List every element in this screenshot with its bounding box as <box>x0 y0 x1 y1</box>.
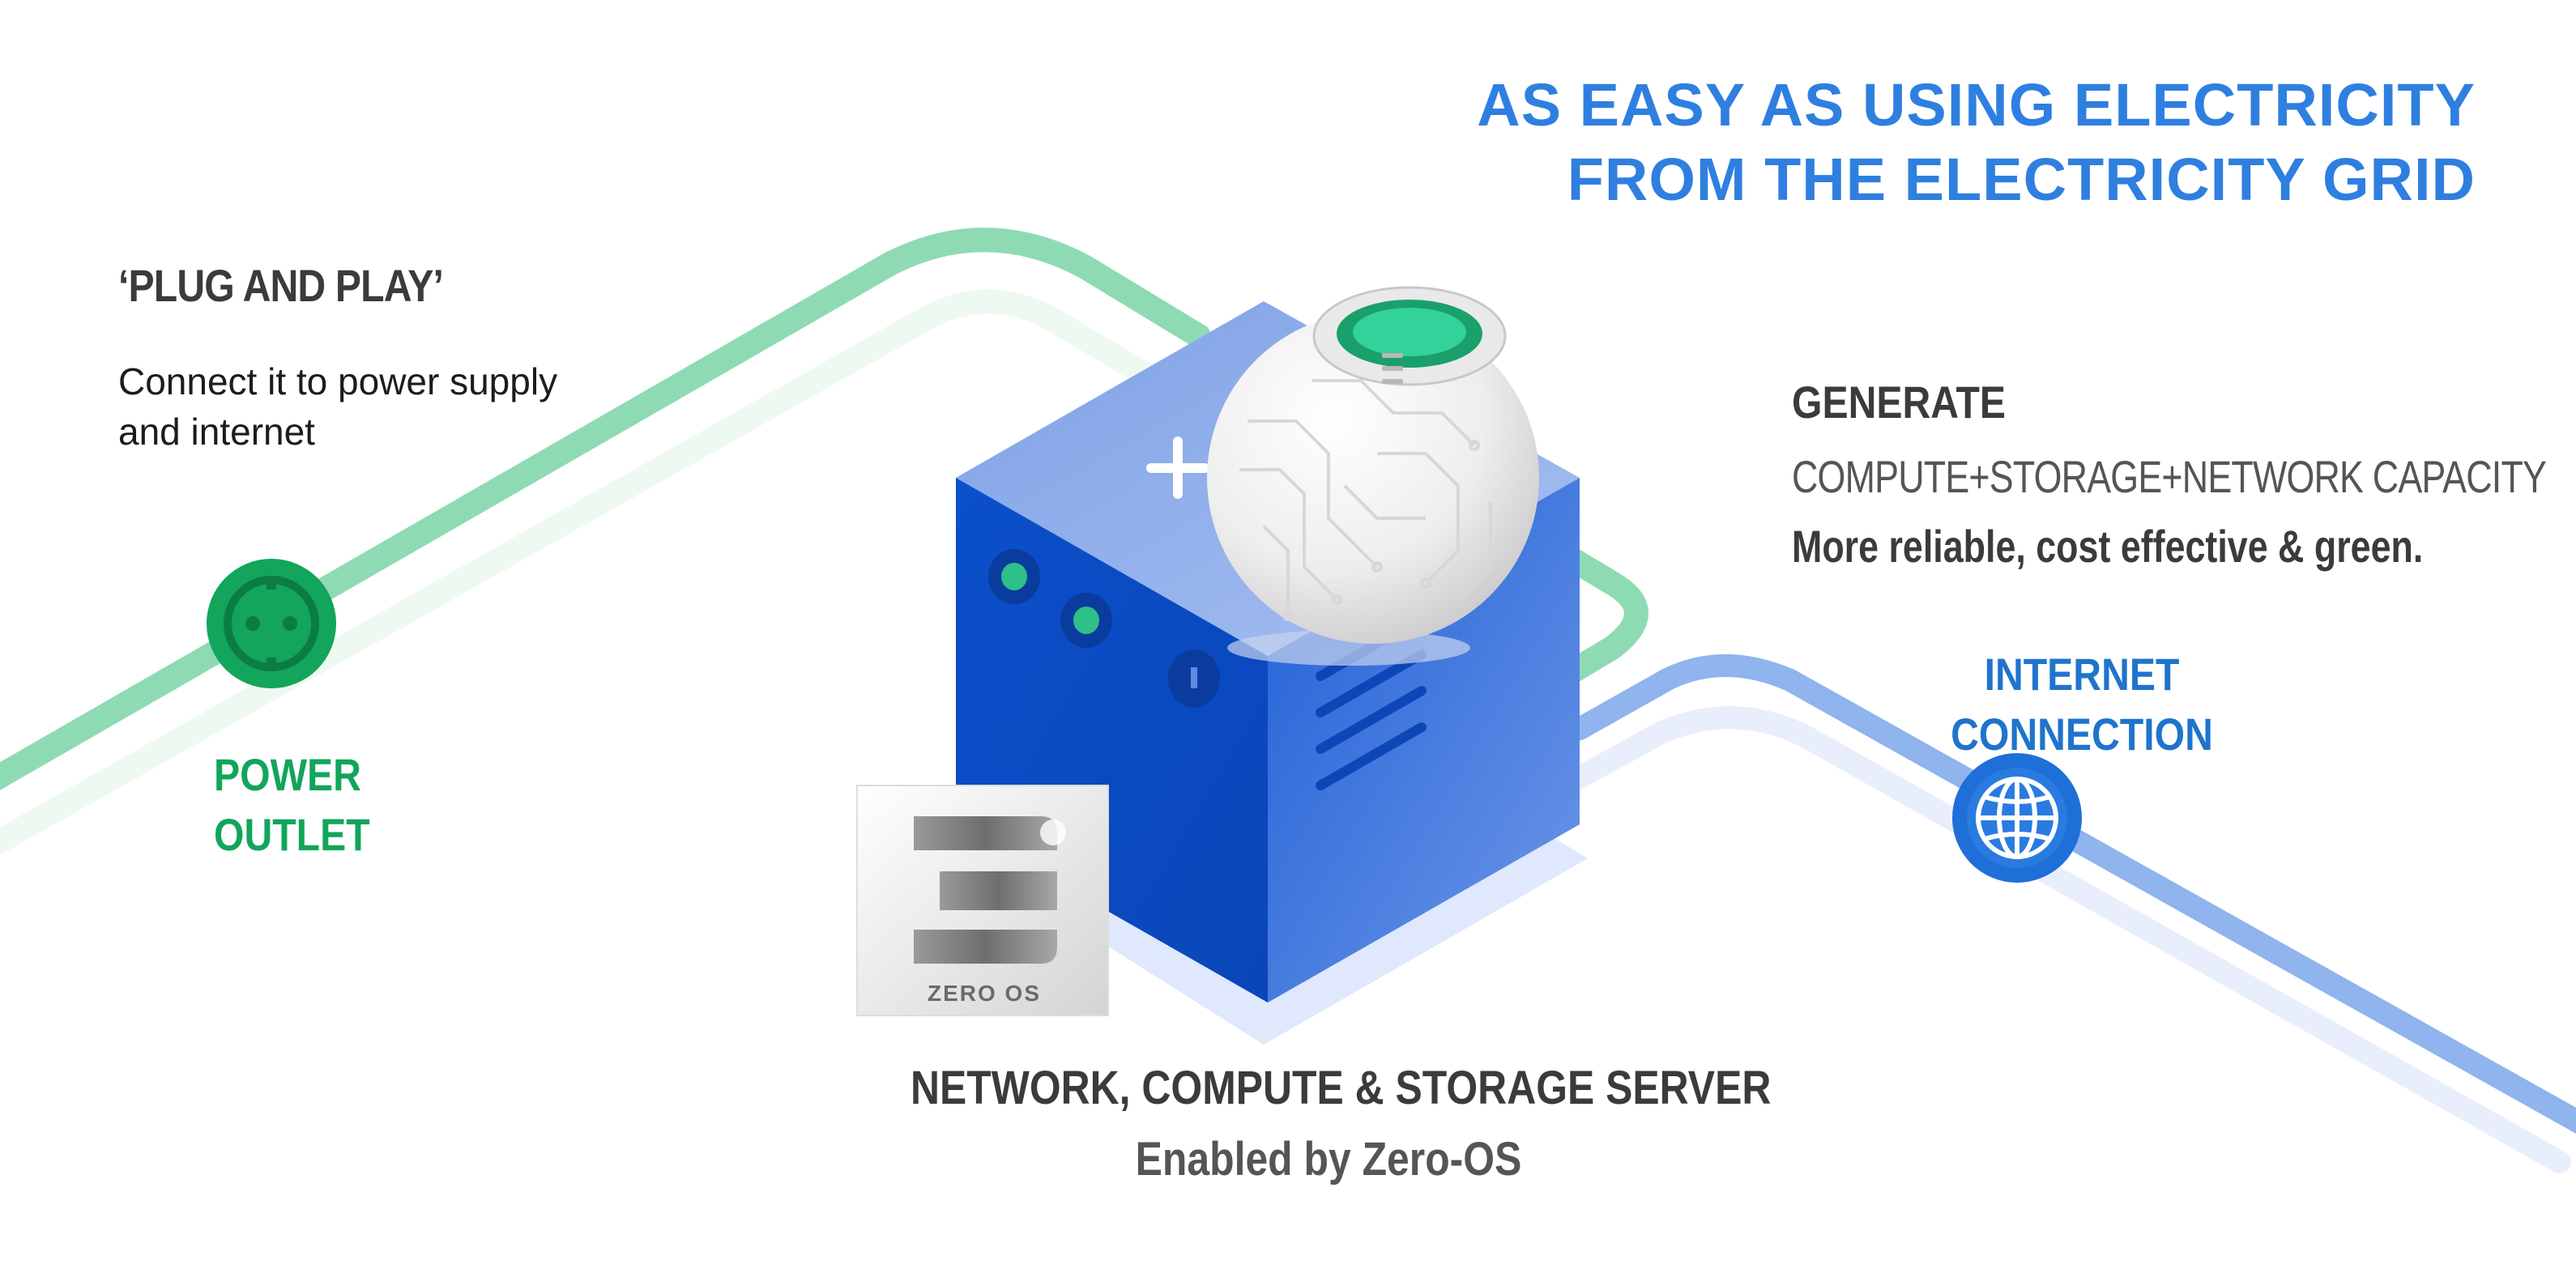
power-line <box>0 228 1211 790</box>
generate-tagline: More reliable, cost effective & green. <box>1792 521 2424 572</box>
server-front-face <box>956 478 1268 1003</box>
zero-os-logo-text: ZERO OS <box>928 981 1041 1006</box>
internet-line-shadow <box>1568 706 2571 1173</box>
server-subtitle: Enabled by Zero-OS <box>1135 1133 1522 1186</box>
plug-and-play-description: Connect it to power supply and internet <box>118 356 637 457</box>
headline-line-1: AS EASY AS USING ELECTRICITY <box>1477 71 2476 138</box>
server-port-1-led <box>1001 563 1027 590</box>
plus-icon <box>1146 436 1209 499</box>
server-vent <box>1316 686 1427 754</box>
power-label-line-1: POWER <box>214 749 361 800</box>
zero-os-logo: ZERO OS <box>856 785 1109 1016</box>
internet-label-line-1: INTERNET <box>1984 649 2180 700</box>
globe-icon <box>1952 753 2082 883</box>
power-label-line-2: OUTLET <box>214 809 370 860</box>
power-line-end <box>1559 547 1648 684</box>
plug-description-line-2: and internet <box>118 411 315 453</box>
server-power-button-mark <box>1191 667 1197 688</box>
power-outlet-label: POWER OUTLET <box>214 745 370 865</box>
internet-label-line-2: CONNECTION <box>1951 709 2213 760</box>
headline-line-2: FROM THE ELECTRICITY GRID <box>1567 146 2476 213</box>
plug-and-play-title: ‘PLUG AND PLAY’ <box>118 260 444 311</box>
server-vent <box>1316 649 1427 717</box>
generate-capacity: COMPUTE+STORAGE+NETWORK CAPACITY <box>1792 451 2547 502</box>
plug-description-line-1: Connect it to power supply <box>118 360 558 402</box>
power-outlet-icon <box>207 559 336 688</box>
power-line-shadow <box>0 289 1195 855</box>
internet-connection-label: INTERNET CONNECTION <box>1943 645 2221 764</box>
server-port-2-led <box>1073 607 1099 634</box>
generate-title: GENERATE <box>1792 377 2007 428</box>
internet-line <box>1568 654 2576 1134</box>
server-vent <box>1316 722 1427 790</box>
server-right-face <box>1268 478 1580 1003</box>
headline: AS EASY AS USING ELECTRICITY FROM THE EL… <box>1260 68 2476 217</box>
server-title: NETWORK, COMPUTE & STORAGE SERVER <box>911 1062 1772 1114</box>
zero-os-node-device <box>1207 286 1539 666</box>
